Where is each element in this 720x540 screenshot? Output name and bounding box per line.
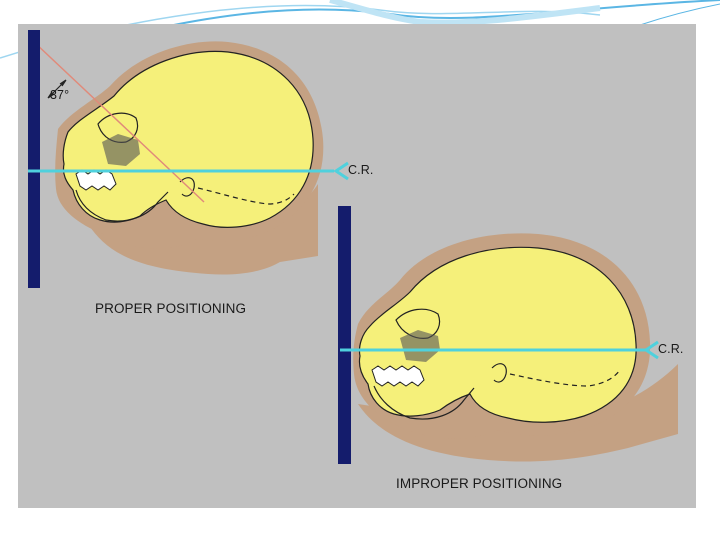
- proper-positioning-figure: [28, 30, 349, 288]
- improper-sinus-shading: [400, 330, 440, 362]
- improper-ear: [491, 363, 507, 383]
- proper-ear: [179, 177, 195, 197]
- proper-sinus-shading: [102, 134, 140, 166]
- improper-mandible: [373, 385, 475, 420]
- improper-positioning-figure: [338, 206, 678, 464]
- improper-skull: [358, 246, 637, 423]
- diagram-panel: 37° C.R. C.R. PROPER POSITIONING IMPROPE…: [18, 24, 696, 508]
- proper-mandible: [75, 189, 169, 222]
- proper-dashed-line: [197, 187, 295, 205]
- central-ray-label-bottom: C.R.: [658, 342, 684, 356]
- proper-ray-arrow-icon: [333, 161, 349, 181]
- improper-teeth: [371, 365, 425, 387]
- proper-positioning-caption: PROPER POSITIONING: [95, 301, 247, 316]
- central-ray-label-top: C.R.: [348, 163, 374, 177]
- proper-angle-line: [33, 41, 205, 203]
- angle-label: 37°: [50, 88, 70, 102]
- improper-bucky-bar: [338, 206, 351, 464]
- proper-teeth: [75, 169, 117, 191]
- positioning-diagram: [28, 30, 678, 464]
- proper-skull: [62, 50, 314, 228]
- improper-ray-arrow-icon: [643, 340, 659, 360]
- proper-neck-skin: [88, 184, 318, 275]
- angle-marker-icon: [47, 79, 67, 99]
- improper-positioning-caption: IMPROPER POSITIONING: [396, 476, 563, 491]
- proper-bucky-bar: [28, 30, 40, 288]
